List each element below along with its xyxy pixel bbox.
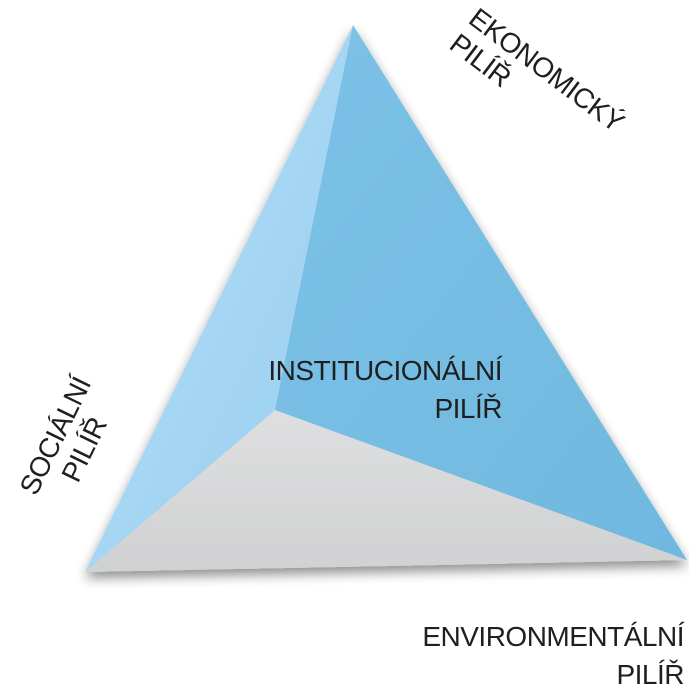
face-social [85,25,353,572]
pyramid [85,25,687,572]
face-economic [275,25,687,560]
label-economic: EKONOMICKÝ PILÍŘ [444,2,630,138]
label-institutional: INSTITUCIONÁLNÍ PILÍŘ [268,355,503,424]
label-environmental-line2: PILÍŘ [616,659,684,690]
label-environmental-line1: ENVIRONMENTÁLNÍ [422,621,684,652]
label-institutional-line2: PILÍŘ [434,393,502,424]
label-environmental: ENVIRONMENTÁLNÍ PILÍŘ [422,621,685,690]
face-environmental [85,410,687,572]
label-social: SOCIÁLNÍ PILÍŘ [14,372,113,500]
label-institutional-line1: INSTITUCIONÁLNÍ [268,355,502,386]
